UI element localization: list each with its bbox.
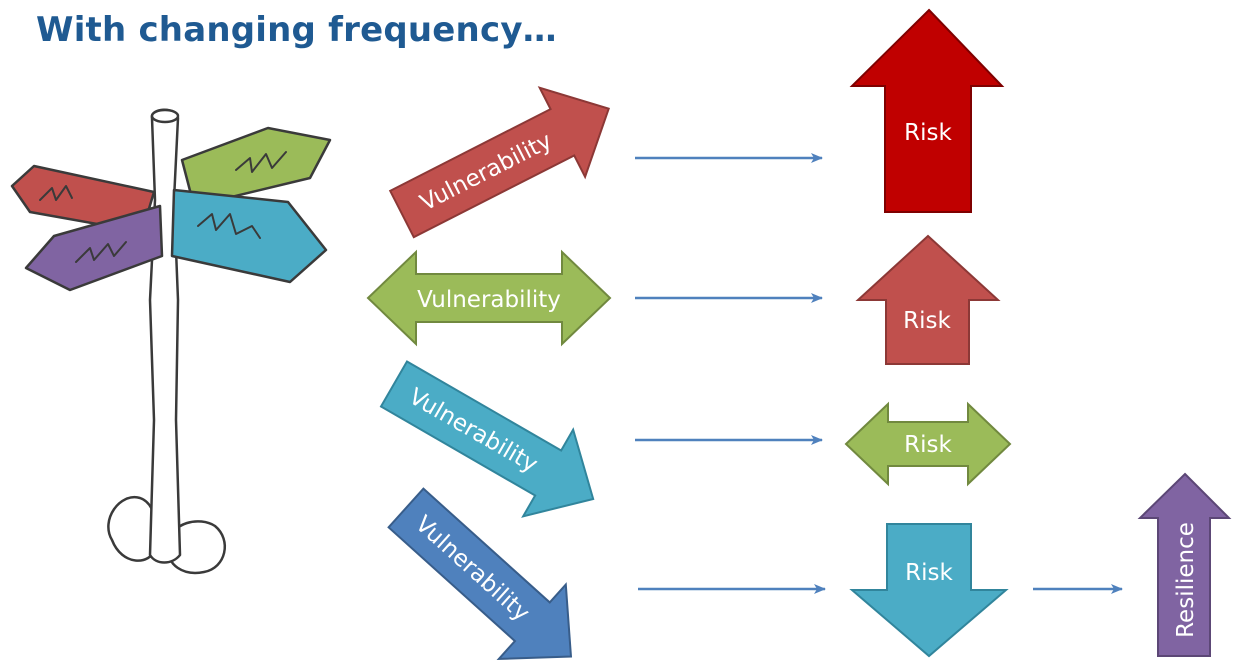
risk-arrow-double-small: Risk: [844, 401, 1012, 487]
risk-label: Risk: [905, 560, 953, 586]
risk-label: Risk: [904, 432, 952, 458]
risk-label: Risk: [903, 308, 951, 334]
risk-arrow-up-large: Risk: [849, 8, 1005, 213]
risk-arrow-down: Risk: [849, 523, 1009, 658]
vulnerability-arrow-rising: Vulnerability: [388, 86, 610, 239]
vulnerability-label: Vulnerability: [410, 511, 534, 627]
risk-arrow-up-medium: Risk: [855, 234, 1001, 365]
risk-label: Risk: [904, 120, 952, 146]
slide-title: With changing frequency…: [36, 10, 557, 50]
resilience-label: Resilience: [1173, 522, 1199, 638]
resilience-arrow-up: Resilience: [1137, 472, 1232, 657]
vulnerability-arrow-double: Vulnerability: [366, 249, 612, 347]
signpost-icon: [10, 108, 332, 575]
vulnerability-label: Vulnerability: [417, 287, 561, 313]
